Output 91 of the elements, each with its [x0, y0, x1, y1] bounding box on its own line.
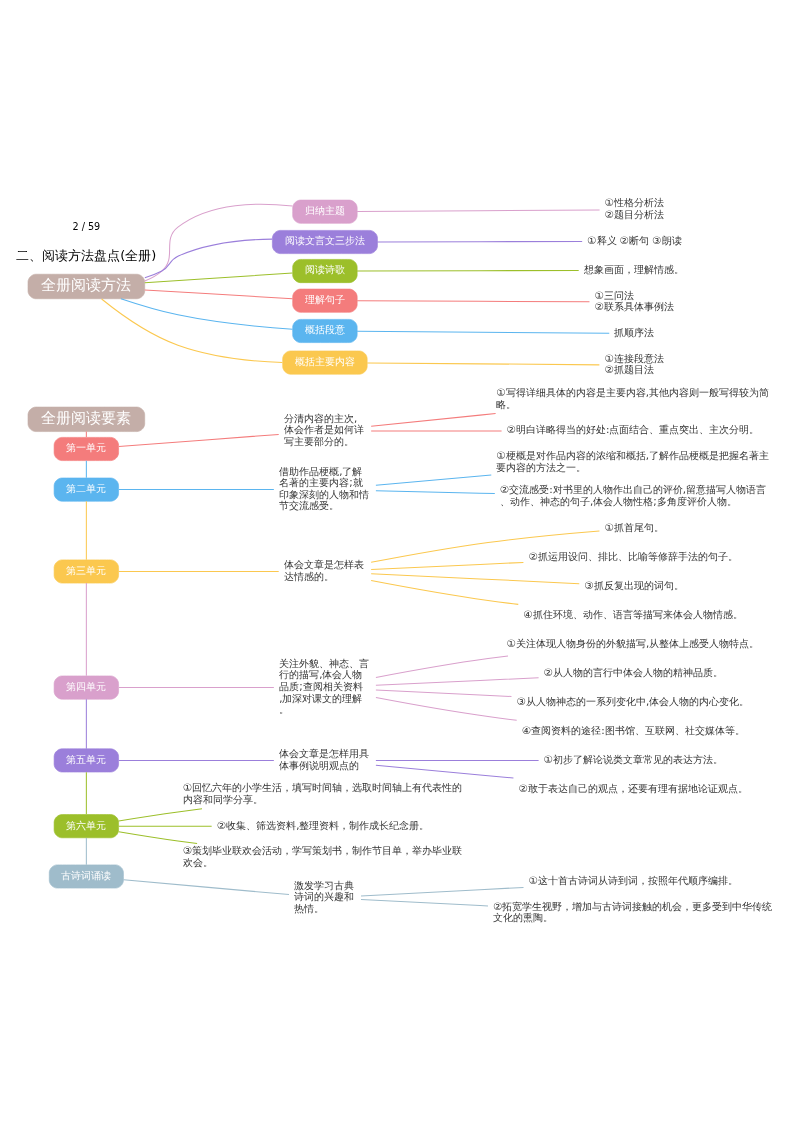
- node-box: 第二单元: [53, 477, 119, 502]
- node-text: ③抓反复出现的词句。: [584, 578, 684, 591]
- node-text: ③从人物神态的一系列变化中,体会人物的内心变化。: [516, 694, 750, 707]
- connector: [118, 488, 275, 490]
- connector: [118, 433, 280, 447]
- node-box: 第一单元: [53, 436, 119, 461]
- node-text: ①这十首古诗词从诗到词，按照年代顺序编排。: [528, 873, 738, 886]
- node-box: 第三单元: [53, 559, 119, 583]
- node-text: ①连接段意法 ②抓题目法: [604, 351, 664, 375]
- node-text: ②从人物的言行中体会人物的精神品质。: [543, 665, 724, 678]
- node-box: 第五单元: [53, 748, 119, 772]
- label: 二、阅读方法盘点(全册): [16, 247, 157, 263]
- node-box: 概括段意: [292, 318, 358, 343]
- connector: [118, 759, 275, 761]
- node-text: 抓顺序法: [614, 325, 655, 338]
- connector: [123, 878, 290, 895]
- node-box: 阅读诗歌: [292, 258, 358, 283]
- connector: [375, 489, 496, 494]
- label: 2 / 59: [72, 220, 101, 232]
- node-text: ②收集、筛选资料,整理资料，制作成长纪念册。: [216, 818, 430, 831]
- connector: [375, 474, 492, 486]
- connector: [144, 203, 293, 281]
- connector: [375, 676, 540, 686]
- connector: [118, 807, 203, 821]
- node-text: ④查阅资料的途径:图书馆、互联网、社交媒体等。: [521, 723, 745, 736]
- connector: [375, 759, 540, 761]
- connector: [375, 764, 514, 779]
- connector: [144, 288, 294, 299]
- node-text: ①性格分析法 ②题目分析法: [604, 195, 664, 220]
- connector: [356, 330, 610, 334]
- node-text: ④抓住环境、动作、语言等描写来体会人物情感。: [523, 607, 743, 620]
- node-text: ①回忆六年的小学生活，填写时间轴，选取时间轴上有代表性的内容和同学分享。: [183, 780, 463, 805]
- connector: [370, 529, 600, 563]
- connector: [118, 570, 280, 572]
- node-box: 概括主要内容: [282, 350, 368, 374]
- node-text: 体会文章是怎样表达情感的。: [283, 557, 364, 582]
- connector: [85, 698, 87, 749]
- connector: [118, 830, 198, 844]
- connector: [370, 561, 524, 570]
- connector: [85, 771, 87, 815]
- connector: [118, 825, 213, 827]
- node-text: ②拓宽学生视野，增加与古诗词接触的机会，更多受到中华传统文化的熏陶。: [493, 899, 773, 923]
- connector: [360, 898, 489, 906]
- connector: [85, 500, 87, 560]
- connector: [85, 836, 87, 865]
- node-text: 借助作品梗概,了解名著的主要内容;就印象深刻的人物和情节交流感受。: [279, 464, 370, 511]
- connector: [377, 240, 583, 242]
- node-text: ①释义 ②断句 ③朗读: [587, 233, 682, 246]
- node-box: 阅读文言文三步法: [272, 229, 378, 254]
- node-text: 体会文章是怎样用具体事例说明观点的: [279, 746, 370, 771]
- node-text: ②抓运用设问、排比、比喻等修辞手法的句子。: [528, 549, 738, 562]
- node-text: ②明白详略得当的好处:点面结合、重点突出、主次分明。: [506, 422, 760, 435]
- node-box: 全册阅读方法: [27, 273, 146, 299]
- node-box: 第四单元: [53, 675, 119, 699]
- connector: [370, 572, 580, 584]
- connector: [85, 459, 87, 478]
- node-text: 激发学习古典诗词的兴趣和热情。: [294, 878, 355, 914]
- node-text: ③策划毕业联欢会活动，学写策划书，制作节目单，举办毕业联欢会。: [183, 843, 463, 868]
- node-text: ①写得详细具体的内容是主要内容,其他内容则一般写得较为简略。: [496, 385, 769, 410]
- connector: [375, 688, 512, 697]
- node-box: 古诗词诵读: [48, 864, 124, 888]
- connector: [144, 272, 294, 283]
- connector: [118, 686, 275, 688]
- connector: [356, 208, 601, 212]
- node-text: ①关注体现人物身份的外貌描写,从整体上感受人物特点。: [506, 636, 760, 649]
- connector: [375, 654, 509, 678]
- connector: [144, 238, 273, 278]
- node-text: ②交流感受:对书里的人物作出自己的评价,留意描写人物语言、动作、神态的句子,体会人物性格;多角度评价人物。: [499, 482, 766, 507]
- connector: [366, 361, 600, 365]
- node-text: ①梗概是对作品内容的浓缩和概括,了解作品梗概是把握名著主要内容的方法之一。: [496, 448, 769, 473]
- node-text: ②敢于表达自己的观点，还要有理有据地论证观点。: [518, 781, 748, 794]
- connector: [375, 696, 518, 721]
- connector: [370, 429, 503, 431]
- connector: [120, 297, 294, 330]
- node-box: 理解句子: [292, 288, 358, 313]
- node-box: 第六单元: [53, 813, 119, 838]
- node-text: 分清内容的主次,体会作者是如何详写主要部分的。: [283, 411, 364, 447]
- connector: [370, 412, 497, 427]
- connector: [356, 299, 590, 302]
- node-box: 归纳主题: [292, 199, 358, 224]
- node-text: ①三问法 ②联系具体事例法: [594, 288, 675, 312]
- connector: [356, 269, 580, 271]
- connector: [101, 297, 283, 363]
- node-text: ①抓首尾句。: [604, 520, 664, 533]
- connector: [370, 579, 519, 605]
- node-text: 想象画面，理解情感。: [584, 262, 685, 275]
- connector: [360, 886, 525, 896]
- node-box: 全册阅读要素: [27, 406, 146, 432]
- node-text: 关注外貌、神态、言行的描写,体会人物品质;查阅相关资料,加深对课文的理解。: [279, 656, 370, 715]
- connector: [85, 582, 87, 676]
- node-text: ①初步了解论说类文章常见的表达方法。: [543, 752, 724, 765]
